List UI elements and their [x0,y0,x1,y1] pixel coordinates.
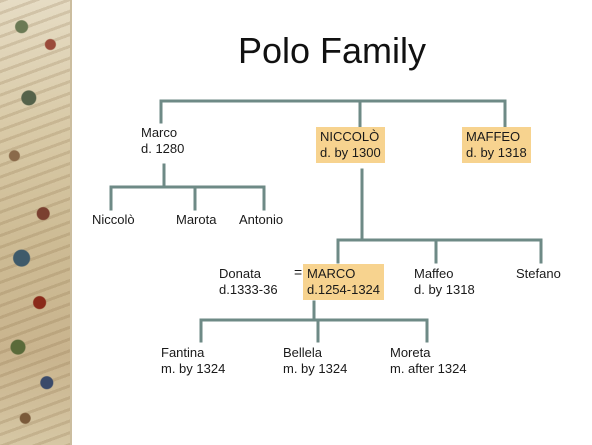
person-antonio: Antonio [239,212,283,228]
person-name: Marota [176,212,217,227]
person-marota: Marota [176,212,216,228]
person-niccolo-highlighted: NICCOLÒ d. by 1300 [316,127,385,163]
person-maffeo-highlighted: MAFFEO d. by 1318 [462,127,531,163]
person-moreta: Moreta m. after 1324 [390,345,467,377]
person-name: Maffeo [414,266,454,281]
person-name: Stefano [516,266,561,281]
person-dates: m. by 1324 [161,361,226,376]
person-name: MARCO [307,266,356,281]
person-fantina: Fantina m. by 1324 [161,345,225,377]
map-decoration-strip [0,0,72,445]
person-name: Niccolò [92,212,135,227]
person-dates: d. by 1300 [320,145,381,160]
person-dates: m. after 1324 [390,361,467,376]
person-name: Antonio [239,212,284,227]
person-dates: m. by 1324 [283,361,348,376]
person-dates: d. by 1318 [466,145,527,160]
marriage-symbol: = [294,264,303,280]
person-dates: d.1333-36 [219,282,278,297]
person-name: Bellela [283,345,323,360]
person-dates: d. 1280 [141,141,185,156]
person-name: NICCOLÒ [320,129,380,144]
person-maffeo-child: Maffeo d. by 1318 [414,266,475,298]
person-name: Fantina [161,345,205,360]
person-bellela: Bellela m. by 1324 [283,345,347,377]
person-dates: d. by 1318 [414,282,475,297]
person-stefano: Stefano [516,266,561,282]
person-name: Donata [219,266,261,281]
person-marco-elder: Marco d. 1280 [141,125,184,157]
person-name: MAFFEO [466,129,521,144]
person-marco-highlighted: MARCO d.1254-1324 [303,264,385,300]
person-name: Moreta [390,345,431,360]
slide-title: Polo Family [237,30,427,71]
person-name: Marco [141,125,178,140]
person-dates: d.1254-1324 [307,282,381,297]
person-niccolo-child: Niccolò [92,212,135,228]
person-donata: Donata d.1333-36 [219,266,278,298]
